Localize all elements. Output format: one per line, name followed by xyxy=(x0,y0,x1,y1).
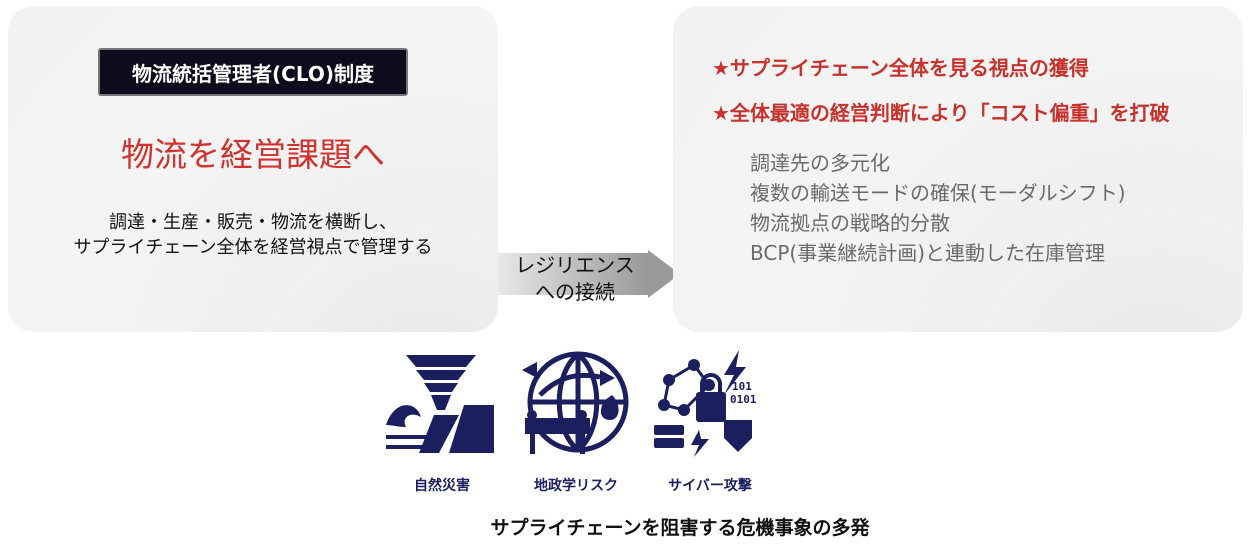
measure-item: 複数の輸送モードの確保(モーダルシフト) xyxy=(750,181,1126,205)
clo-description: 調達・生産・販売・物流を横断し、 サプライチェーン全体を経営視点で管理する xyxy=(8,210,498,260)
arrow-line: への接続 xyxy=(535,280,615,304)
clo-title: 物流を経営課題へ xyxy=(121,135,385,174)
clo-badge: 物流統括管理者(CLO)制度 xyxy=(98,48,408,96)
arrow-body xyxy=(498,253,648,295)
measure-item: 物流拠点の戦略的分散 xyxy=(750,211,950,235)
svg-text:101: 101 xyxy=(732,380,752,393)
arrow-label: レジリエンス への接続 xyxy=(505,252,645,306)
arrow-line: レジリエンス xyxy=(515,253,635,277)
risk-label: 自然災害 xyxy=(414,478,470,494)
highlight-item: ★全体最適の経営判断により「コスト偏重」を打破 xyxy=(712,101,1170,125)
highlight-item: ★サプライチェーン全体を見る視点の獲得 xyxy=(712,56,1089,80)
measure-list: 調達先の多元化 複数の輸送モードの確保(モーダルシフト) 物流拠点の戦略的分散 … xyxy=(750,148,1126,268)
measure-item: 調達先の多元化 xyxy=(750,151,890,175)
natural-disaster-icon xyxy=(386,355,494,453)
resilience-panel xyxy=(673,6,1243,332)
risk-label: サイバー攻撃 xyxy=(668,478,752,494)
measure-item: BCP(事業継続計画)と連動した在庫管理 xyxy=(750,241,1105,265)
risk-caption: サプライチェーンを阻害する危機事象の多発 xyxy=(490,517,870,539)
risk-label: 地政学リスク xyxy=(534,478,618,494)
desc-line: サプライチェーン全体を経営視点で管理する xyxy=(73,237,433,258)
svg-text:0101: 0101 xyxy=(730,393,757,406)
desc-line: 調達・生産・販売・物流を横断し、 xyxy=(109,212,397,233)
geopolitical-icon xyxy=(522,351,629,454)
